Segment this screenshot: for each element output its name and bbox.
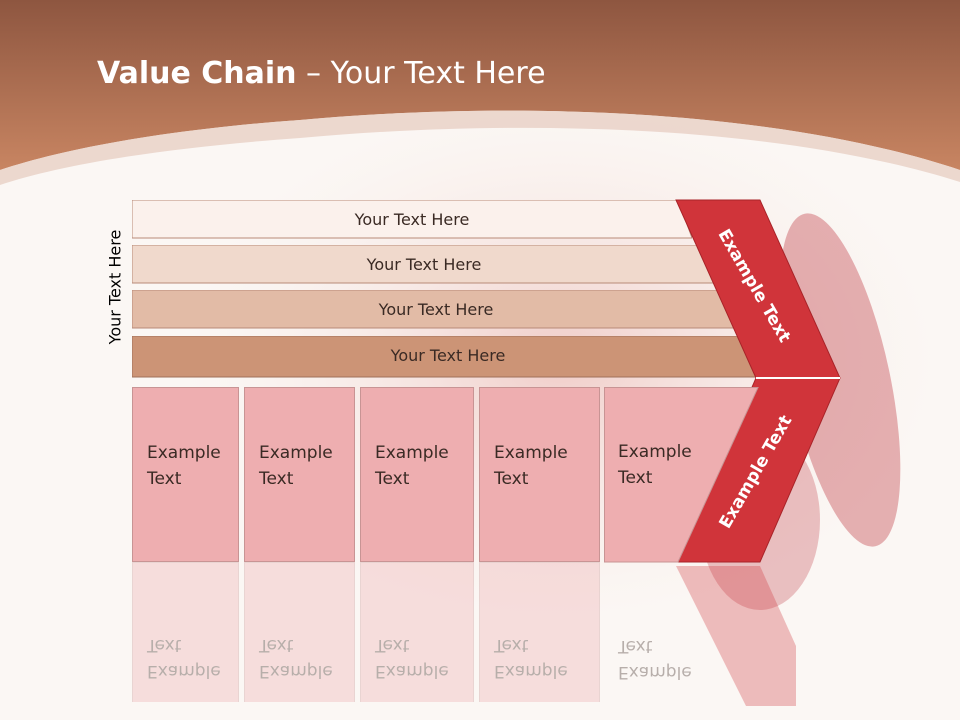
bar-1-label: Your Text Here [354,209,470,229]
bar-3[interactable]: Your Text Here [132,290,740,329]
box-2-line2: Text [259,469,294,489]
chevron-reflection [676,566,796,706]
box-3-line1: Example [375,443,449,463]
bar-2[interactable]: Your Text Here [132,245,716,284]
side-label-text: Your Text Here [105,229,125,345]
title-bold: Value Chain [97,56,297,91]
slide-title: Value Chain – Your Text Here [97,56,546,91]
box-1-line2: Text [147,469,182,489]
title-rest: – Your Text Here [296,56,546,91]
box-4-line2: Text [494,469,529,489]
bar-4-label: Your Text Here [390,345,506,365]
bar-4[interactable]: Your Text Here [132,336,764,378]
box-5-line1: Example [618,442,692,462]
bar-3-label: Your Text Here [378,299,494,319]
box-3-line2: Text [375,469,410,489]
header-band [0,0,960,170]
box-1-line1: Example [147,443,221,463]
bar-2-label: Your Text Here [366,254,482,274]
bar-1[interactable]: Your Text Here [132,200,692,239]
box-5-line2: Text [618,468,653,488]
box-4-line1: Example [494,443,568,463]
box-2-line1: Example [259,443,333,463]
box-5-shape [604,387,759,563]
